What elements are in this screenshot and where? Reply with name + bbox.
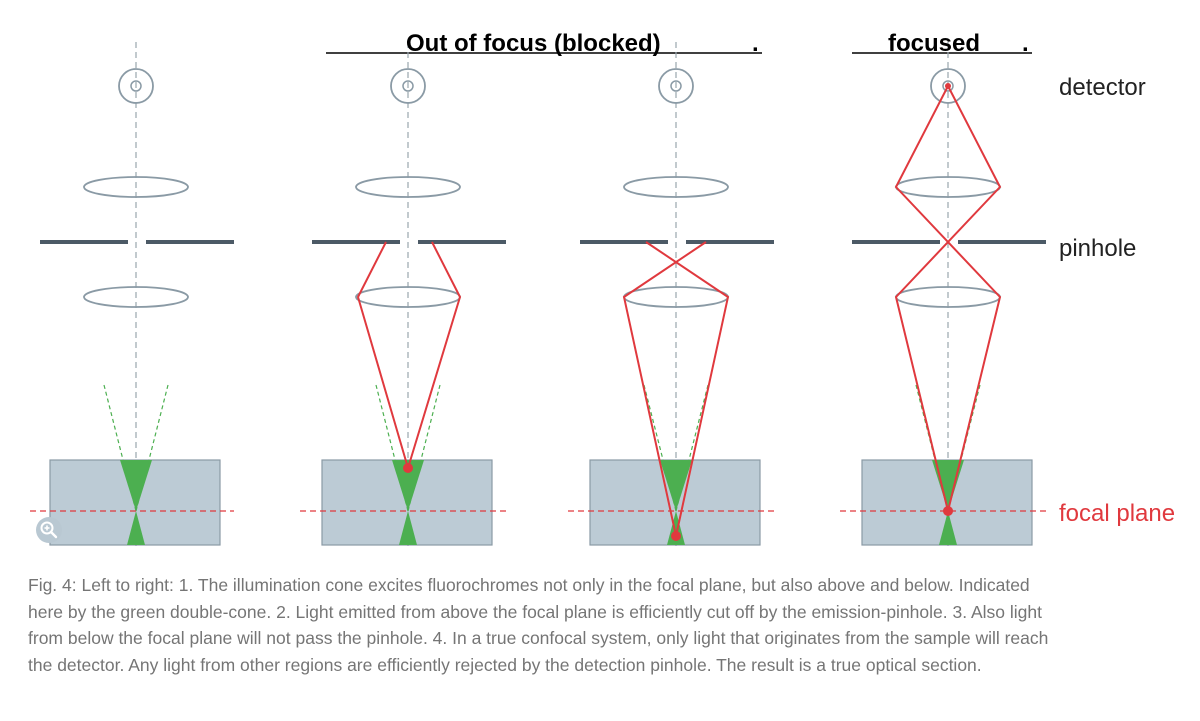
detector-icon xyxy=(930,68,966,104)
label-detector: detector xyxy=(1059,74,1146,101)
detector-core-icon xyxy=(942,80,954,92)
cone-lower xyxy=(399,511,417,545)
lens-lower xyxy=(83,286,189,308)
header-out-of-focus-end: . xyxy=(752,30,759,57)
cone-upper xyxy=(120,460,152,511)
detector-hit-point xyxy=(945,83,951,89)
emission-point xyxy=(671,531,681,541)
detector-icon xyxy=(658,68,694,104)
lens-upper xyxy=(83,176,189,198)
ray-left xyxy=(356,241,409,469)
cone-guide-right xyxy=(135,384,169,512)
label-focal-plane: focal plane xyxy=(1059,500,1176,527)
panel-4 xyxy=(840,42,1050,546)
detector-core-icon xyxy=(402,80,414,92)
ray-right xyxy=(407,241,462,469)
label-pinhole: pinhole xyxy=(1059,235,1137,262)
emission-point xyxy=(403,463,413,473)
cone-guide-right xyxy=(407,384,441,512)
lens-upper xyxy=(623,176,729,198)
zoom-in-glyph xyxy=(40,521,58,539)
cone-lower xyxy=(127,511,145,545)
detector-icon xyxy=(390,68,426,104)
detector-core-icon xyxy=(130,80,142,92)
figure-caption: Fig. 4: Left to right: 1. The illuminati… xyxy=(28,575,1049,675)
ray-right xyxy=(645,241,730,537)
detector-icon xyxy=(118,68,154,104)
panel-1 xyxy=(30,42,234,546)
panel-2 xyxy=(300,42,506,546)
header-focused: focused xyxy=(888,30,981,57)
emission-point xyxy=(943,506,953,516)
zoom-in-icon[interactable] xyxy=(36,517,62,543)
cone-upper xyxy=(660,460,692,511)
detector-core-icon xyxy=(670,80,682,92)
ray-right xyxy=(894,85,1002,512)
cone-guide-left xyxy=(643,384,677,512)
cone-guide-right xyxy=(675,384,709,512)
cone-guide-left xyxy=(375,384,409,512)
lens-upper xyxy=(355,176,461,198)
panel-3 xyxy=(568,42,774,546)
cone-upper xyxy=(392,460,424,511)
ray-left xyxy=(622,241,707,537)
cone-lower xyxy=(939,511,957,545)
cone-guide-left xyxy=(103,384,137,512)
header-focused-end: . xyxy=(1022,30,1029,57)
header-out-of-focus: Out of focus (blocked) xyxy=(406,30,661,57)
cone-upper xyxy=(932,460,964,511)
